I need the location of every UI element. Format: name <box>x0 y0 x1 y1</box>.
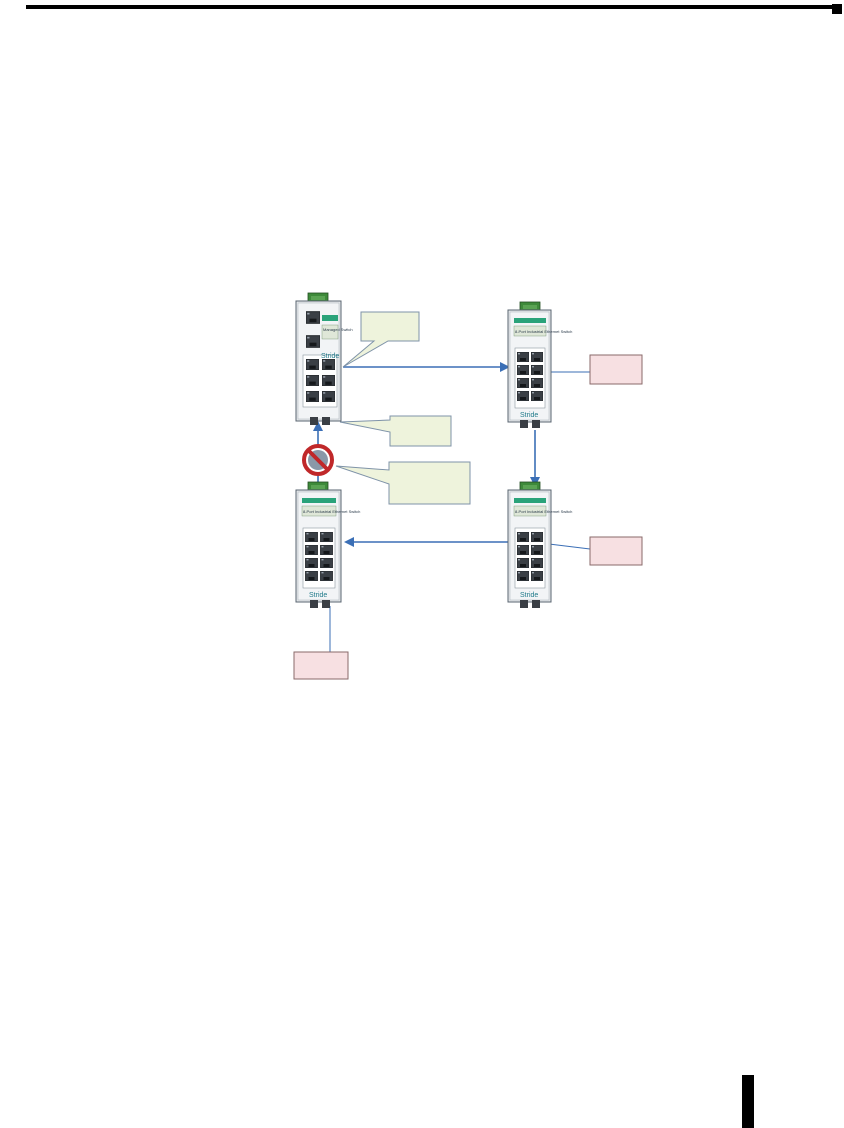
switch-model-label: Managed Switch <box>323 327 353 332</box>
unmanaged-switch-bottom-right: 8-Port Industrial Ethernet Switch Stride <box>507 481 572 608</box>
switch-model-label: 8-Port Industrial Ethernet Switch <box>515 509 572 514</box>
switch-model-label: 8-Port Industrial Ethernet Switch <box>303 509 360 514</box>
station-links <box>329 371 591 652</box>
unmanaged-switch-top-right: 8-Port Industrial Ethernet Switch Stride <box>507 301 572 428</box>
station-right-top <box>589 354 643 385</box>
station-right-bottom <box>589 536 643 566</box>
callout-blocked <box>335 461 471 505</box>
station-bottom-left <box>293 651 349 680</box>
callout-managed <box>342 311 420 368</box>
chapter-thumb-tab <box>742 1075 754 1128</box>
switch-brand: Stride <box>309 592 327 599</box>
ring-links <box>313 362 540 547</box>
callout-ring-port <box>339 415 452 447</box>
switch-model-label: 8-Port Industrial Ethernet Switch <box>515 329 572 334</box>
switch-brand: Stride <box>321 353 339 360</box>
prohibit-icon <box>302 444 334 476</box>
header-rule <box>26 5 834 9</box>
corner-mark <box>832 4 842 14</box>
managed-switch: Managed Switch Stride <box>295 292 353 425</box>
switch-brand: Stride <box>520 412 538 419</box>
unmanaged-switch-bottom-left: 8-Port Industrial Ethernet Switch Stride <box>295 481 360 608</box>
switch-brand: Stride <box>520 592 538 599</box>
